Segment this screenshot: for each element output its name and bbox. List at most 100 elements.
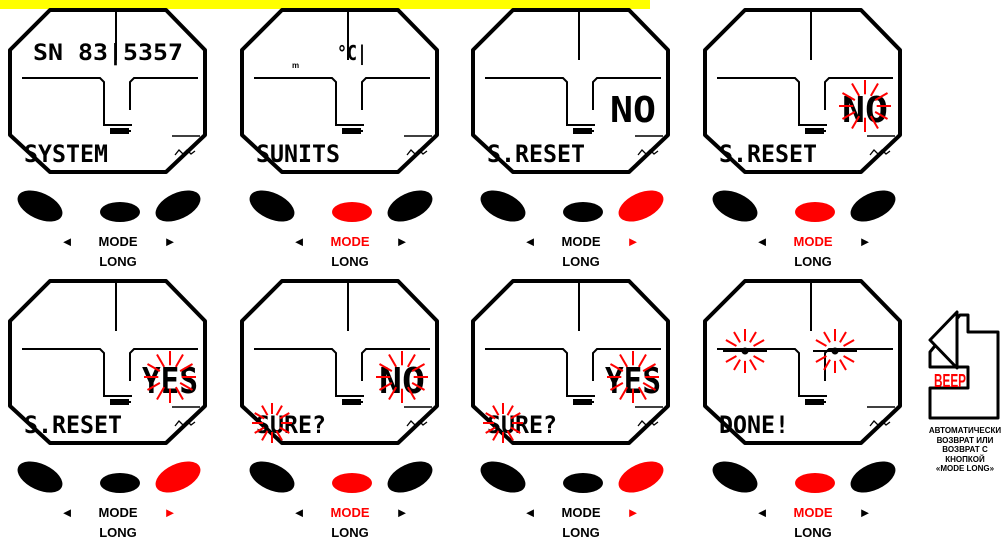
left-button xyxy=(245,455,299,499)
battery-tip xyxy=(361,130,363,132)
return-arrow-icon: BEEP xyxy=(930,312,998,418)
auto-return-line: ВОЗВРАТ ИЛИ xyxy=(925,436,1004,446)
long-label: LONG xyxy=(331,525,369,539)
mode-button xyxy=(563,202,603,222)
long-label: LONG xyxy=(794,525,832,539)
auto-return-line: ВОЗВРАТ С xyxy=(925,445,1004,455)
right-button xyxy=(151,184,205,228)
mode-label: MODE xyxy=(794,234,833,249)
right-arrow-label: ► xyxy=(396,234,409,249)
flash-done-right-dot xyxy=(832,348,839,355)
right-button xyxy=(383,455,437,499)
long-label: LONG xyxy=(331,254,369,269)
long-label: LONG xyxy=(562,525,600,539)
battery-icon xyxy=(110,399,129,405)
left-button xyxy=(245,184,299,228)
battery-icon xyxy=(342,399,361,405)
left-button xyxy=(708,184,762,228)
long-label: LONG xyxy=(562,254,600,269)
battery-icon xyxy=(805,399,824,405)
bottom-display-text: SUNITS xyxy=(256,140,340,168)
right-arrow-label: ► xyxy=(859,505,872,520)
right-button xyxy=(614,455,668,499)
battery-tip xyxy=(824,401,826,403)
left-arrow-label: ◄ xyxy=(61,505,74,520)
left-arrow-label: ◄ xyxy=(61,234,74,249)
battery-tip xyxy=(824,130,826,132)
auto-return-line: АВТОМАТИЧЕСКИ xyxy=(925,426,1004,436)
mode-button xyxy=(332,473,372,493)
mode-label: MODE xyxy=(562,505,601,520)
left-button xyxy=(476,184,530,228)
top-display-text: SN 83|5357 xyxy=(33,41,183,66)
battery-tip xyxy=(592,401,594,403)
mode-label: MODE xyxy=(331,505,370,520)
long-label: LONG xyxy=(99,525,137,539)
right-arrow-label: ► xyxy=(627,505,640,520)
right-arrow-label: ► xyxy=(859,234,872,249)
left-button xyxy=(13,455,67,499)
step-1: SN 83|5357SYSTEM ◄ MODE ► LONG xyxy=(10,10,205,269)
battery-tip xyxy=(129,401,131,403)
mode-button xyxy=(332,202,372,222)
right-display-text: NO xyxy=(610,90,656,131)
right-arrow-label: ► xyxy=(627,234,640,249)
right-arrow-label: ► xyxy=(164,234,177,249)
step-4: NOS.RESET◄MODE►LONG xyxy=(705,10,900,269)
battery-icon xyxy=(573,128,592,134)
bottom-display-text: S.RESET xyxy=(719,140,817,168)
battery-icon xyxy=(573,399,592,405)
left-arrow-label: ◄ xyxy=(756,234,769,249)
right-button xyxy=(846,184,900,228)
right-arrow-label: ► xyxy=(164,505,177,520)
mode-label: MODE xyxy=(562,234,601,249)
left-arrow-label: ◄ xyxy=(293,505,306,520)
bottom-display-text: S.RESET xyxy=(487,140,585,168)
right-button xyxy=(846,455,900,499)
long-label: LONG xyxy=(794,254,832,269)
step-3: NO S.RESET ◄ MODE ► LONG xyxy=(473,10,668,269)
step-5: YESS.RESET◄MODE►LONG xyxy=(10,281,205,539)
bottom-display-text: DONE! xyxy=(719,411,789,439)
step-8: DONE! ◄ MODE ► LONG xyxy=(705,281,900,539)
battery-tip xyxy=(129,130,131,132)
mode-label: MODE xyxy=(331,234,370,249)
left-button xyxy=(476,455,530,499)
battery-icon xyxy=(110,128,129,134)
right-button xyxy=(151,455,205,499)
bottom-display-text: SYSTEM xyxy=(24,140,108,168)
left-button xyxy=(708,455,762,499)
mode-label: MODE xyxy=(794,505,833,520)
mode-button xyxy=(795,473,835,493)
battery-icon xyxy=(342,128,361,134)
battery-icon xyxy=(805,128,824,134)
left-arrow-label: ◄ xyxy=(524,234,537,249)
flash-done-left-dot xyxy=(742,348,749,355)
top-display-text: °C| xyxy=(337,41,367,65)
mode-label: MODE xyxy=(99,234,138,249)
mode-button xyxy=(100,202,140,222)
mode-label: MODE xyxy=(99,505,138,520)
auto-return-line: КНОПКОЙ xyxy=(925,455,1004,465)
right-button xyxy=(614,184,668,228)
left-button xyxy=(13,184,67,228)
left-arrow-label: ◄ xyxy=(756,505,769,520)
right-button xyxy=(383,184,437,228)
mode-button xyxy=(100,473,140,493)
long-label: LONG xyxy=(99,254,137,269)
mode-button xyxy=(563,473,603,493)
auto-return-line: «MODE LONG» xyxy=(925,464,1004,474)
right-arrow-label: ► xyxy=(396,505,409,520)
beep-label: BEEP xyxy=(934,371,966,391)
battery-tip xyxy=(592,130,594,132)
mode-button xyxy=(795,202,835,222)
battery-tip xyxy=(361,401,363,403)
left-arrow-label: ◄ xyxy=(293,234,306,249)
bottom-display-text: S.RESET xyxy=(24,411,122,439)
left-arrow-label: ◄ xyxy=(524,505,537,520)
